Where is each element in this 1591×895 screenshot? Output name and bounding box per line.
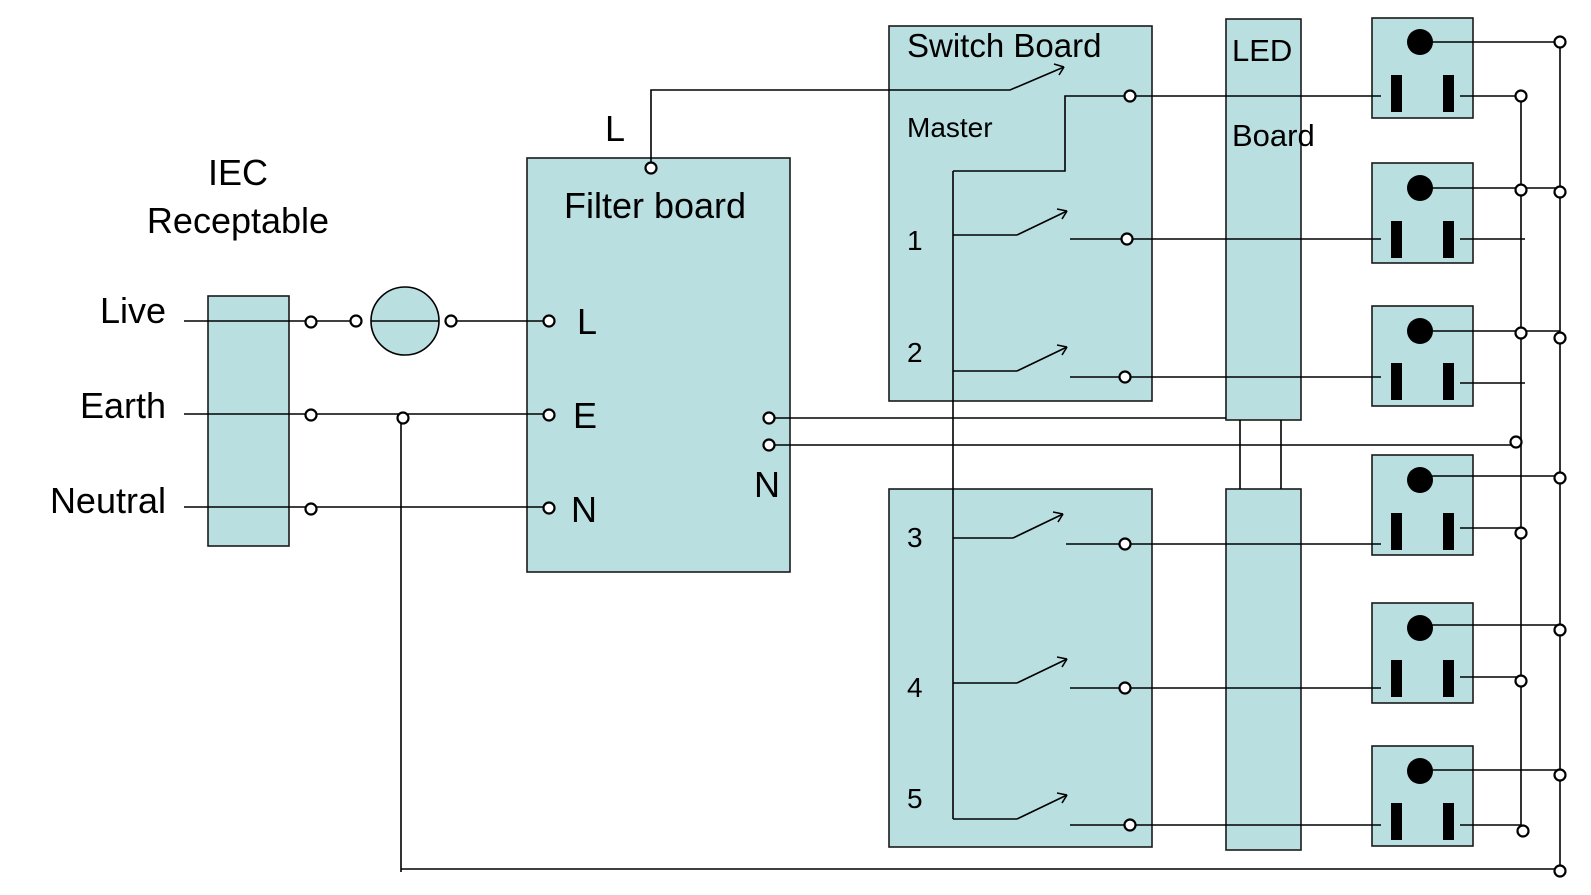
led-label-line1: LED — [1232, 33, 1292, 68]
outlet-4-box — [1371, 454, 1474, 556]
switch-board-lower-box — [888, 488, 1153, 848]
filter-top-l-label: L — [605, 108, 625, 149]
earth-label: Earth — [80, 385, 166, 426]
terminal-icon — [304, 35, 1567, 878]
outlets — [1371, 17, 1474, 847]
switch-board-upper-box — [888, 25, 1153, 402]
master-label: Master — [907, 112, 993, 143]
outlet-icon — [1391, 29, 1454, 840]
switch-1-label: 1 — [907, 225, 923, 256]
filter-l-label: L — [577, 301, 597, 342]
switch-5-label: 5 — [907, 783, 923, 814]
led-board-lower-box — [1225, 488, 1302, 851]
switch-board-title: Switch Board — [907, 27, 1101, 64]
live-label: Live — [100, 290, 166, 331]
wires — [184, 41, 1561, 872]
iec-title-line1: IEC — [208, 152, 268, 193]
switch-4-label: 4 — [907, 672, 923, 703]
filter-e-label: E — [573, 395, 597, 436]
filter-n-out-label: N — [754, 464, 780, 505]
iec-title-line2: Receptable — [147, 200, 329, 241]
filter-board-box — [526, 157, 791, 573]
switch-3-label: 3 — [907, 522, 923, 553]
led-board-upper-box — [1225, 18, 1302, 421]
filter-board-title: Filter board — [564, 185, 746, 226]
iec-receptacle-box — [207, 295, 290, 547]
neutral-label: Neutral — [50, 480, 166, 521]
switch-2-label: 2 — [907, 337, 923, 368]
led-label-line2: Board — [1232, 118, 1315, 153]
filter-n-label: N — [571, 489, 597, 530]
